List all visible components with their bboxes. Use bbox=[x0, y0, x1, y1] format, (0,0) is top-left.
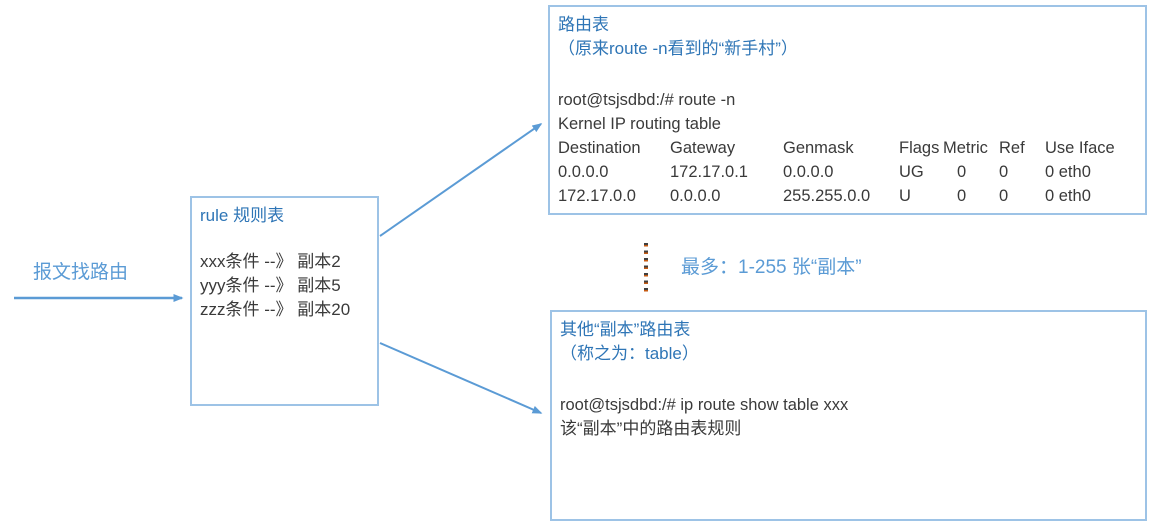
cell-ref: 0 bbox=[999, 163, 1009, 181]
main-route-box-title: 路由表 bbox=[558, 15, 609, 34]
cell-metric: 0 bbox=[957, 187, 967, 205]
routing-table-row: 172.17.0.0 0.0.0.0 255.255.0.0 U 0 0 0 e… bbox=[558, 184, 1137, 208]
dotted-divider-line bbox=[644, 243, 648, 295]
cell-use-iface: 0 eth0 bbox=[1045, 187, 1091, 205]
routing-table-header-row: Destination Gateway Genmask Flags Metric… bbox=[558, 136, 1137, 160]
rule-box-title: rule 规则表 bbox=[200, 206, 285, 225]
cell-use-iface: 0 eth0 bbox=[1045, 163, 1091, 181]
col-header: Destination bbox=[558, 139, 641, 157]
spacer bbox=[200, 228, 369, 250]
main-route-box-subtitle: （原来route -n看到的“新手村”） bbox=[558, 39, 798, 58]
col-header: Gateway bbox=[670, 139, 736, 157]
col-header: Flags bbox=[899, 139, 940, 157]
rule-entry: xxx条件 --》 副本2 bbox=[200, 252, 341, 271]
route-n-command: root@tsjsdbd:/# route -n bbox=[558, 91, 736, 109]
alt-routing-table-box: 其他“副本”路由表 （称之为：table） root@tsjsdbd:/# ip… bbox=[550, 310, 1147, 521]
rule-entry: zzz条件 --》 副本20 bbox=[200, 300, 351, 319]
cell-flags: UG bbox=[899, 163, 924, 181]
cell-destination: 172.17.0.0 bbox=[558, 187, 636, 205]
alt-route-box-subtitle: （称之为：table） bbox=[560, 344, 699, 363]
rule-entry: yyy条件 --》 副本5 bbox=[200, 276, 341, 295]
ip-route-show-command: root@tsjsdbd:/# ip route show table xxx bbox=[560, 396, 849, 414]
routing-table-caption: Kernel IP routing table bbox=[558, 115, 721, 133]
packet-route-lookup-label: 报文找路由 bbox=[33, 262, 129, 283]
col-header: Metric bbox=[943, 139, 988, 157]
cell-genmask: 255.255.0.0 bbox=[783, 187, 871, 205]
col-header: Ref bbox=[999, 139, 1025, 157]
spacer bbox=[560, 366, 1137, 393]
cell-genmask: 0.0.0.0 bbox=[783, 163, 834, 181]
spacer bbox=[558, 61, 1137, 88]
cell-gateway: 172.17.0.1 bbox=[670, 163, 748, 181]
cell-flags: U bbox=[899, 187, 911, 205]
main-routing-table-box: 路由表 （原来route -n看到的“新手村”） root@tsjsdbd:/#… bbox=[548, 5, 1147, 215]
col-header: Genmask bbox=[783, 139, 854, 157]
arrow-rule-to-main-route-box bbox=[379, 123, 543, 237]
rule-table-box: rule 规则表 xxx条件 --》 副本2 yyy条件 --》 副本5 zzz… bbox=[190, 196, 379, 406]
cell-ref: 0 bbox=[999, 187, 1009, 205]
cell-gateway: 0.0.0.0 bbox=[670, 187, 721, 205]
arrow-rule-to-alt-route-box bbox=[379, 342, 543, 414]
alt-route-box-description: 该“副本”中的路由表规则 bbox=[560, 419, 742, 438]
routing-table-row: 0.0.0.0 172.17.0.1 0.0.0.0 UG 0 0 0 eth0 bbox=[558, 160, 1137, 184]
alt-route-box-title: 其他“副本”路由表 bbox=[560, 320, 691, 339]
max-copies-note: 最多：1-255 张“副本” bbox=[681, 257, 862, 278]
cell-metric: 0 bbox=[957, 163, 967, 181]
col-header: Use Iface bbox=[1045, 139, 1115, 157]
cell-destination: 0.0.0.0 bbox=[558, 163, 609, 181]
